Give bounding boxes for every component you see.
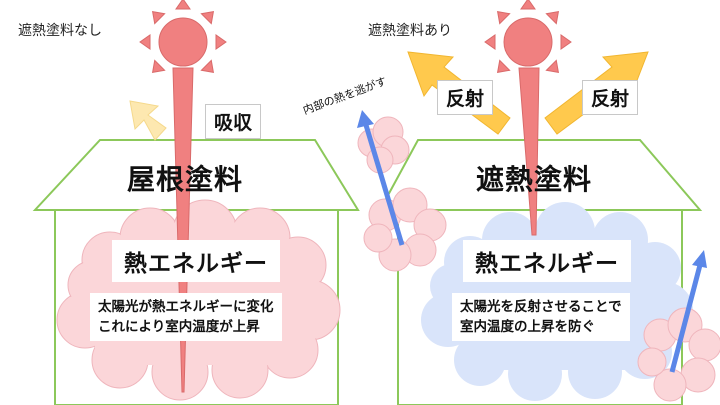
left-energy-label: 熱エネルギー <box>112 240 280 282</box>
right-energy-label: 熱エネルギー <box>463 240 631 282</box>
left-faded-arrow <box>129 100 167 141</box>
right-heat-cloud-bottom <box>637 307 720 402</box>
right-sun-beam <box>518 67 540 236</box>
left-description-line-1: 太陽光が熱エネルギーに変化 <box>98 299 274 315</box>
left-description-line-2: これにより室内温度が上昇 <box>98 319 260 335</box>
left-roof-label: 屋根塗料 <box>127 163 244 196</box>
left-sun-beam <box>172 67 194 393</box>
right-description: 太陽光を反射させることで 室内温度の上昇を防ぐ <box>452 293 630 341</box>
right-roof-label: 遮熱塗料 <box>476 163 593 196</box>
right-roof <box>378 139 703 211</box>
right-description-line-2: 室内温度の上昇を防ぐ <box>460 319 595 335</box>
right-sun-icon <box>484 0 572 78</box>
heat-escape-arrow-right <box>669 250 707 373</box>
right-description-line-1: 太陽光を反射させることで <box>460 299 622 315</box>
left-sun-icon <box>139 0 227 78</box>
left-description: 太陽光が熱エネルギーに変化 これにより室内温度が上昇 <box>90 293 282 341</box>
reflect-label-left: 反射 <box>437 80 494 115</box>
right-caption: 遮熱塗料あり <box>368 23 452 39</box>
reflect-label-right: 反射 <box>582 80 639 115</box>
left-roof <box>32 139 360 211</box>
heat-escape-arrow-left <box>357 110 405 246</box>
absorb-label: 吸収 <box>205 104 262 139</box>
left-caption: 遮熱塗料なし <box>18 23 102 39</box>
